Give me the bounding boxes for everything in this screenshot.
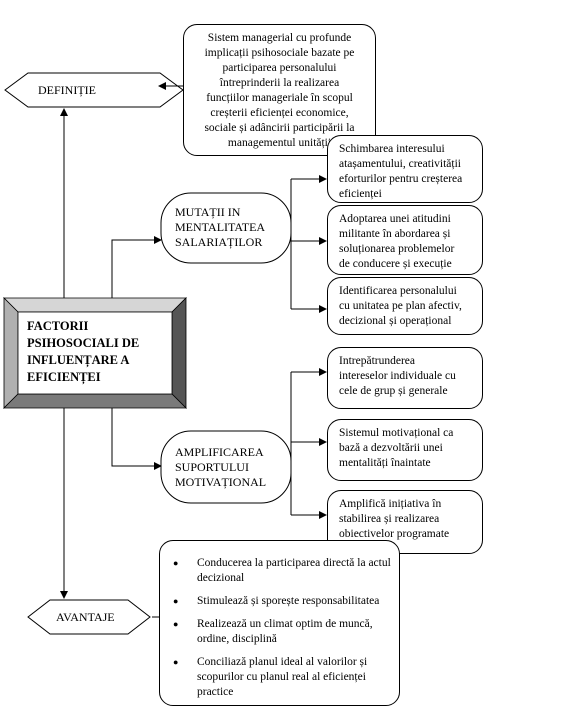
item-line: Sistemul motivațional ca — [339, 427, 454, 439]
definition-line: participarea personalului — [222, 62, 337, 74]
avantaje-item: Conducerea la participarea directă la ac… — [160, 556, 395, 586]
avantaje-item: Stimulează și sporește responsabilitatea — [160, 594, 395, 609]
definition-line: creșterii eficienței economice, — [210, 107, 349, 119]
definition-box: Sistem managerial cu profunde implicații… — [183, 24, 376, 156]
mutatii-label-line: MUTAȚII IN — [175, 205, 241, 219]
item-line: Identificarea personalului — [339, 285, 457, 297]
item-line: Adoptarea unei atitudini — [339, 213, 451, 225]
mutatii-label: MUTAȚII IN MENTALITATEA SALARIAȚILOR — [175, 205, 265, 250]
mutatii-label-line: SALARIAȚILOR — [175, 235, 263, 249]
item-line: intereselor individuale cu — [339, 370, 456, 382]
item-line: cu unitatea pe plan afectiv, — [339, 300, 462, 312]
avantaje-hexagon — [27, 599, 151, 635]
definition-line: sociale și adâncirii participării la — [204, 122, 355, 134]
item-line: militante în abordarea și — [339, 228, 451, 240]
mutatii-item: Schimbarea interesului atașamentului, cr… — [327, 135, 483, 203]
item-line: bază a dezvoltării unei — [339, 442, 443, 454]
item-line: mentalități înaintate — [339, 457, 431, 469]
definition-line: Sistem managerial cu profunde — [207, 32, 352, 44]
item-line: obiectivelor programate — [339, 528, 450, 540]
definition-label: DEFINIȚIE — [38, 83, 96, 97]
avantaje-item: Conciliază planul ideal al valorilor și … — [160, 655, 395, 700]
item-line: eficienței — [339, 188, 382, 200]
item-line: cele de grup și generale — [339, 385, 448, 397]
item-line: decizional și operațional — [339, 315, 452, 327]
avantaje-item: Realizează un climat optim de muncă, ord… — [160, 617, 395, 647]
item-line: Amplifică inițiativa în — [339, 498, 442, 510]
amplificarea-label-line: MOTIVAȚIONAL — [175, 475, 267, 489]
amplificarea-item: Sistemul motivațional ca bază a dezvoltă… — [327, 419, 483, 481]
central-title-line: FACTORII — [27, 319, 89, 333]
central-frame — [3, 297, 187, 409]
item-line: Intrepătrunderea — [339, 355, 415, 367]
amplificarea-label: AMPLIFICAREA SUPORTULUI MOTIVAȚIONAL — [175, 445, 266, 490]
avantaje-list: Conducerea la participarea directă la ac… — [160, 556, 395, 700]
mutatii-pill — [160, 192, 292, 264]
item-line: atașamentului, creativității — [339, 158, 461, 170]
central-title: FACTORII PSIHOSOCIALI DE INFLUENȚARE A E… — [27, 318, 139, 386]
avantaje-label: AVANTAJE — [56, 610, 115, 624]
amplificarea-label-line: SUPORTULUI — [175, 460, 249, 474]
item-line: soluționarea problemelor — [339, 243, 455, 255]
item-line: eforturilor pentru creșterea — [339, 173, 463, 185]
mutatii-item: Identificarea personalului cu unitatea p… — [327, 277, 483, 335]
central-title-line: PSIHOSOCIALI DE — [27, 336, 140, 350]
item-line: stabilirea și realizarea — [339, 513, 440, 525]
definition-line: întreprinderii la realizarea — [219, 77, 340, 89]
definition-line: implicații psihosociale bazate pe — [204, 47, 355, 59]
mutatii-label-line: MENTALITATEA — [175, 220, 266, 234]
central-title-line: INFLUENȚARE A — [27, 353, 130, 367]
amplificarea-pill — [160, 430, 292, 504]
amplificarea-label-line: AMPLIFICAREA — [175, 445, 264, 459]
item-line: de conducere și execuție — [339, 258, 452, 270]
definition-line: funcțiilor manageriale în scopul — [206, 92, 353, 104]
item-line: Schimbarea interesului — [339, 143, 445, 155]
amplificarea-item: Intrepătrunderea intereselor individuale… — [327, 347, 483, 409]
definition-line: managementul unității — [227, 137, 332, 149]
avantaje-box: Conducerea la participarea directă la ac… — [159, 540, 400, 706]
central-title-line: EFICIENȚEI — [27, 370, 101, 384]
mutatii-item: Adoptarea unei atitudini militante în ab… — [327, 205, 483, 275]
